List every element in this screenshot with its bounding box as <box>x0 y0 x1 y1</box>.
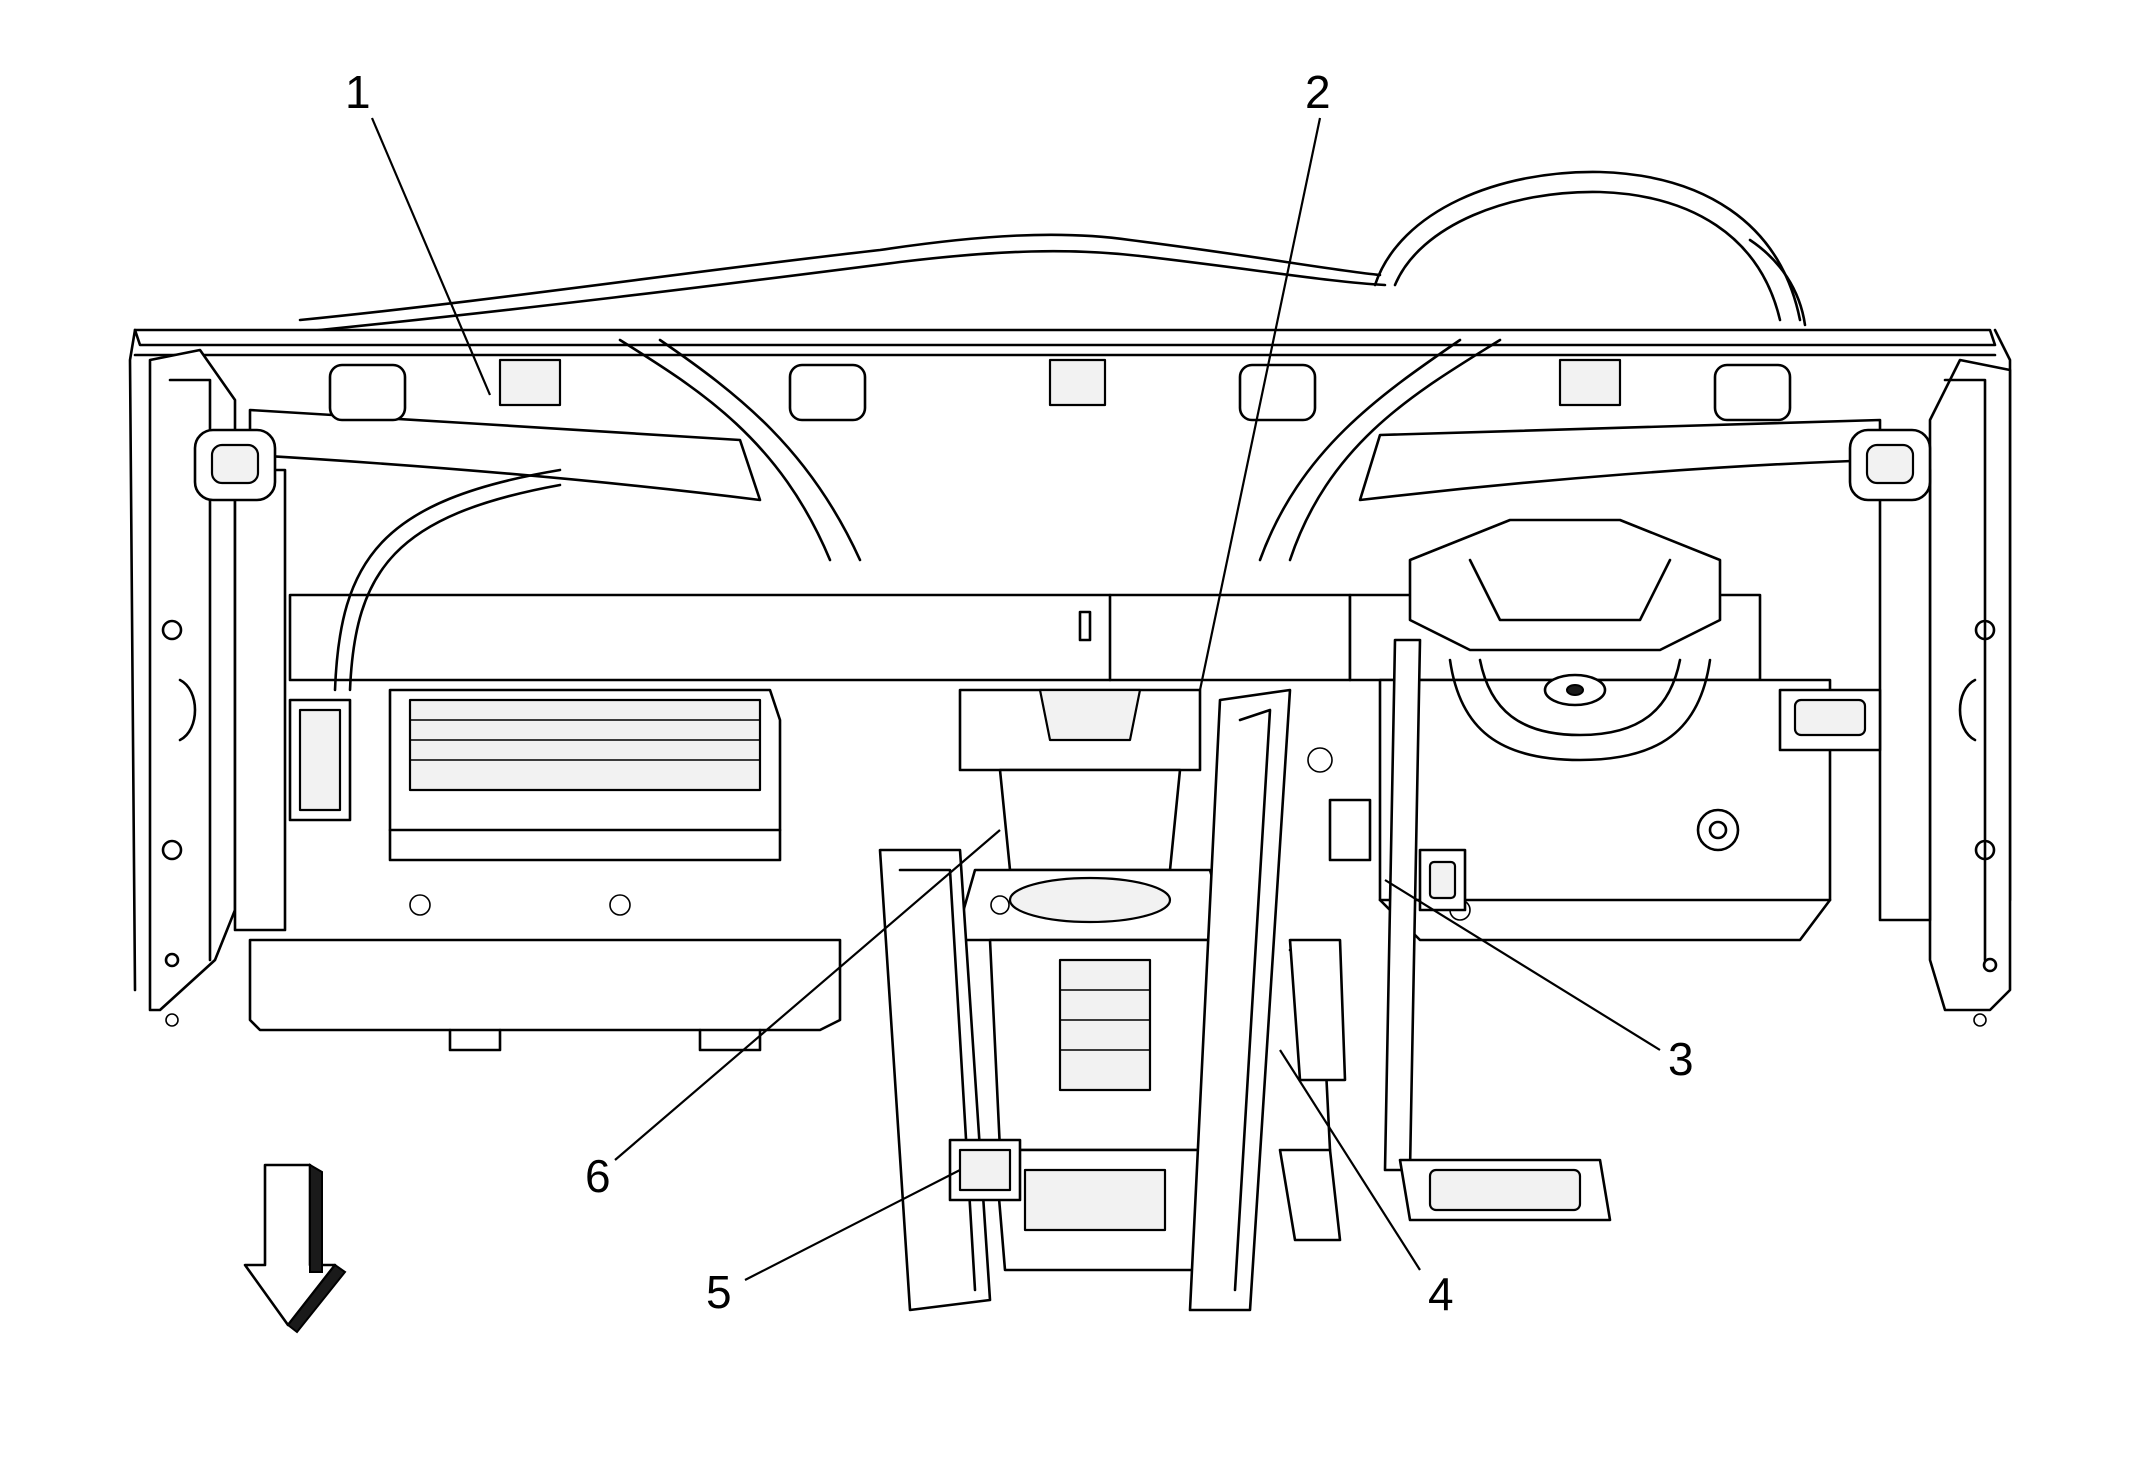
callout-1: 1 <box>345 66 371 118</box>
callout-2: 2 <box>1305 66 1331 118</box>
down-arrow-icon <box>243 1163 347 1334</box>
callout-3: 3 <box>1668 1033 1694 1085</box>
leader-3 <box>1384 879 1661 1051</box>
callout-4: 4 <box>1428 1268 1454 1320</box>
right-side-panel <box>1878 358 2012 1012</box>
leader-1 <box>370 117 492 396</box>
fasteners <box>165 747 1987 1027</box>
leader-5 <box>744 1169 961 1281</box>
callout-6: 6 <box>585 1150 611 1202</box>
glove-box-module <box>248 468 842 1052</box>
steering-support-module <box>1378 658 1882 942</box>
air-ducts <box>193 338 1932 562</box>
pedals <box>1278 638 1612 1242</box>
cross-car-beam <box>288 518 1762 682</box>
callout-labels: 1 2 3 4 5 6 <box>345 66 1694 1320</box>
center-stack <box>878 688 1292 1312</box>
upper-dash-silhouette <box>298 170 1807 334</box>
leader-2 <box>1198 117 1322 691</box>
leader-6 <box>614 829 1001 1161</box>
leader-lines <box>370 117 1661 1281</box>
callout-5: 5 <box>706 1266 732 1318</box>
leader-4 <box>1279 1049 1421 1271</box>
